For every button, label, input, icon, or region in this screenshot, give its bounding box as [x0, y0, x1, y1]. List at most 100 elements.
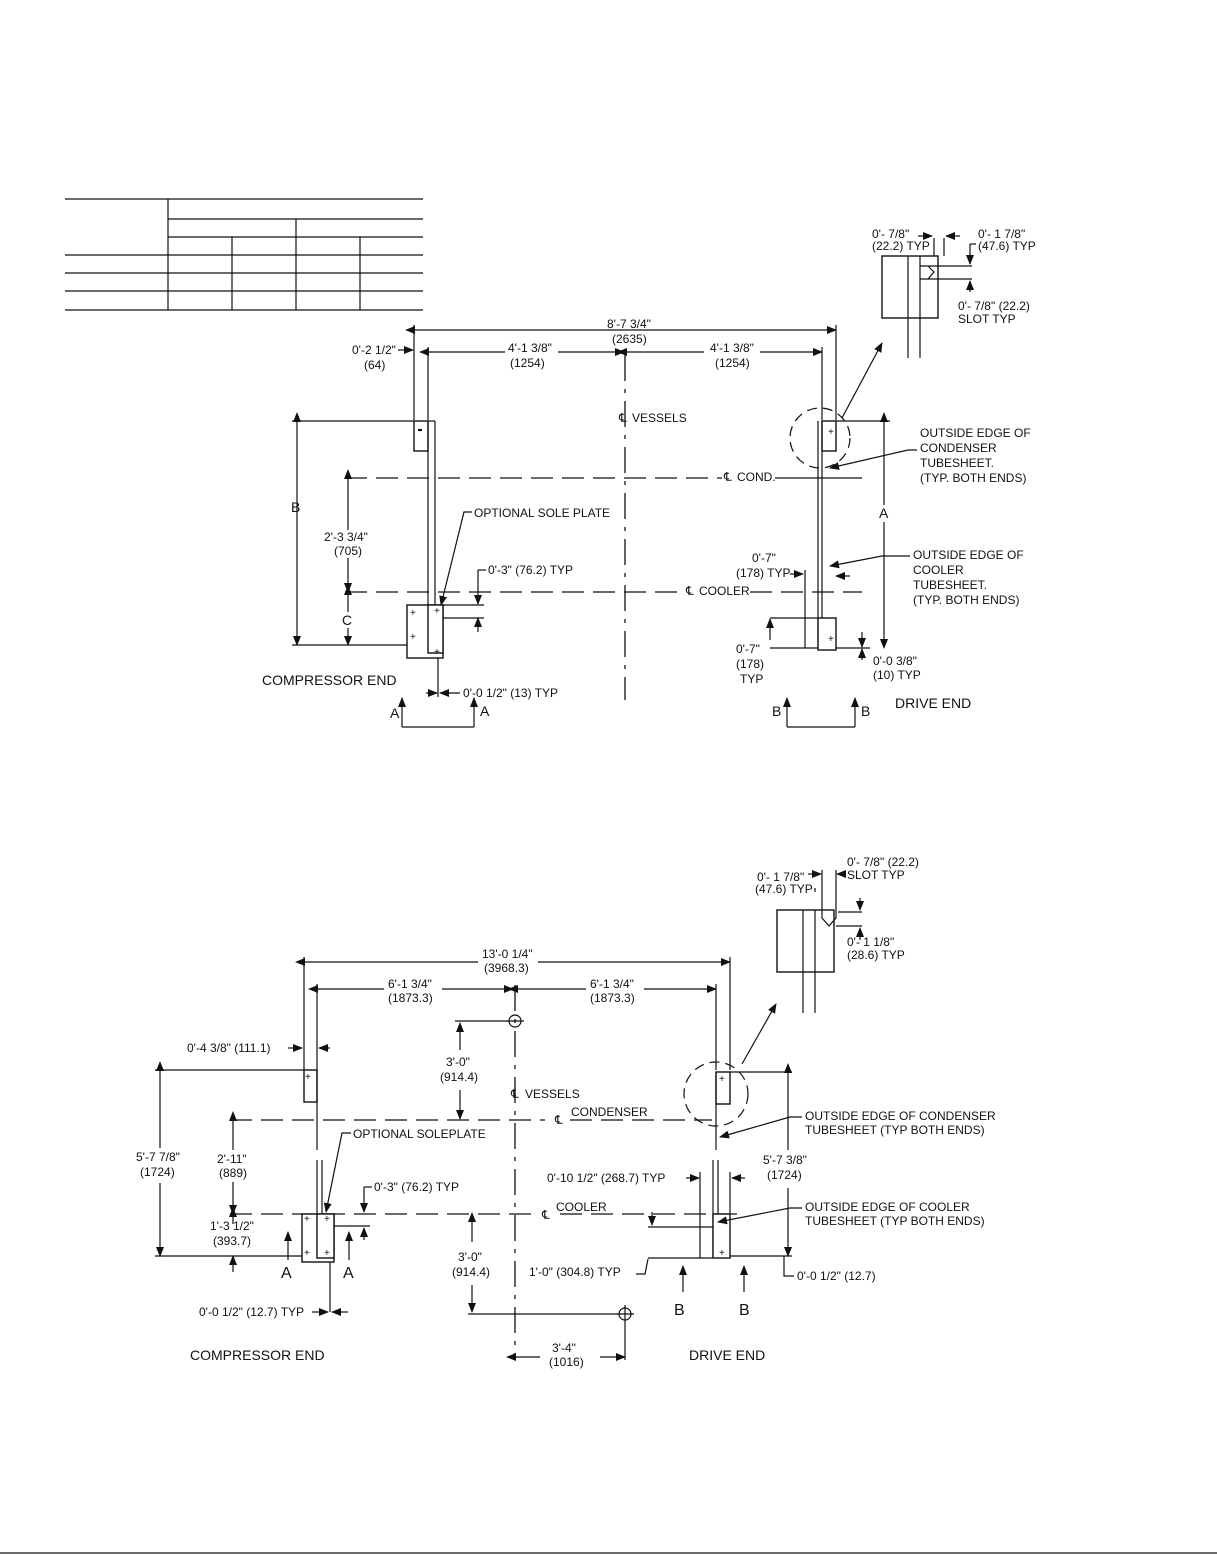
- top-detail-d2-mm: (47.6) TYP: [978, 239, 1036, 253]
- bottom-section-a-left: A: [281, 1265, 292, 1282]
- top-drive-end-label: DRIVE END: [895, 695, 971, 711]
- top-overall-dim: 8'-7 3/4": [607, 317, 651, 331]
- top-cond-edge-note-4: (TYP. BOTH ENDS): [920, 471, 1026, 485]
- bottom-detail-d1-typ: SLOT TYP: [847, 868, 905, 882]
- top-section-a-left: A: [390, 705, 400, 721]
- top-dim-letter-c: C: [342, 612, 352, 628]
- bottom-detail-d3: 0'- 1 1/8": [847, 935, 894, 949]
- top-cool-edge-note-4: (TYP. BOTH ENDS): [913, 593, 1019, 607]
- top-view: 8'-7 3/4" (2635) 4'-1 3/8" (1254) 4'-1 3…: [262, 227, 1036, 728]
- top-detail-d2: 0'- 1 7/8": [978, 227, 1025, 241]
- top-cond-edge-note-2: CONDENSER: [920, 441, 997, 455]
- bottom-condenser-label: CONDENSER: [571, 1105, 648, 1119]
- bottom-horiz-dim-mm: (1016): [549, 1355, 584, 1369]
- top-slot-detail: 0'- 7/8" (22.2) TYP 0'- 1 7/8" (47.6) TY…: [872, 227, 1036, 358]
- bottom-left-half-dim: 6'-1 3/4": [388, 977, 432, 991]
- top-sole-plate-label: OPTIONAL SOLE PLATE: [474, 506, 610, 520]
- bottom-right-half-dim: 6'-1 3/4": [590, 977, 634, 991]
- bottom-height-dim-mm: (1724): [140, 1165, 175, 1179]
- centerline-symbol-or-mark: +: [324, 1214, 330, 1225]
- bottom-cool-edge-note-1: OUTSIDE EDGE OF COOLER: [805, 1200, 970, 1214]
- top-drive-bottom-dim: 0'-7": [736, 642, 760, 656]
- bottom-detail-d2: 0'- 1 7/8": [757, 870, 804, 884]
- top-drive-bottom-dim-mm: (178): [736, 657, 764, 671]
- bottom-detail-d1: 0'- 7/8" (22.2): [847, 855, 919, 869]
- top-cooler-label: COOLER: [699, 584, 750, 598]
- bottom-horiz-dim: 3'-4": [552, 1341, 576, 1355]
- bottom-section-b-left: B: [674, 1302, 685, 1319]
- bottom-comp-edge-dim: 0'-0 1/2" (12.7) TYP: [199, 1305, 304, 1319]
- top-section-b-left: B: [772, 703, 781, 719]
- top-cond-cooler-dim-mm: (705): [334, 544, 362, 558]
- centerline-symbol-or-mark: ℄: [541, 1208, 550, 1222]
- centerline-symbol-or-mark: +: [828, 634, 834, 645]
- bottom-detail-d2-mm: (47.6) TYP: [755, 882, 813, 896]
- bottom-cool-bottom-dim: 1'-3 1/2": [210, 1219, 254, 1233]
- centerline-symbol-or-mark: +: [305, 1072, 311, 1083]
- top-section-a-right: A: [480, 703, 490, 719]
- top-detail-d3: 0'- 7/8" (22.2): [958, 299, 1030, 313]
- bottom-up-dim-mm: (914.4): [440, 1070, 478, 1084]
- centerline-symbol-or-mark: +: [828, 427, 834, 438]
- centerline-symbol-or-mark: +: [324, 1248, 330, 1259]
- top-drive-offset-dim: 0'-7": [752, 551, 776, 565]
- centerline-symbol-or-mark: ℄: [554, 1113, 563, 1127]
- bottom-view: 13'-0 1/4" (3968.3) 6'-1 3/4" (1873.3) 6…: [136, 855, 996, 1369]
- top-offset-dim: 0'-2 1/2": [352, 343, 396, 357]
- bottom-sole-dim: 0'-3" (76.2) TYP: [374, 1180, 459, 1194]
- centerline-symbol-or-mark: +: [434, 606, 440, 617]
- top-right-half-dim: 4'-1 3/8": [710, 341, 754, 355]
- bottom-left-half-dim-mm: (1873.3): [388, 991, 433, 1005]
- top-cool-edge-note-3: TUBESHEET.: [913, 578, 987, 592]
- bottom-drive-height-dim: 5'-7 3/8": [763, 1153, 807, 1167]
- bottom-section-b-right: B: [739, 1302, 750, 1319]
- bottom-soleplate-label: OPTIONAL SOLEPLATE: [353, 1127, 486, 1141]
- centerline-symbol-or-mark: +: [304, 1214, 310, 1225]
- top-cool-edge-note-1: OUTSIDE EDGE OF: [913, 548, 1024, 562]
- bottom-up-dim: 3'-0": [446, 1055, 470, 1069]
- bottom-compressor-end-label: COMPRESSOR END: [190, 1347, 325, 1363]
- dimension-table: [65, 198, 423, 311]
- top-right-half-dim-mm: (1254): [715, 356, 750, 370]
- top-comp-edge-dim: 0'-0 1/2" (13) TYP: [463, 686, 558, 700]
- top-cond-edge-note-1: OUTSIDE EDGE OF: [920, 426, 1031, 440]
- bottom-cool-edge-note-2: TUBESHEET (TYP BOTH ENDS): [805, 1214, 985, 1228]
- top-dim-letter-b: B: [291, 499, 300, 515]
- top-section-b-right: B: [861, 703, 870, 719]
- top-edge-dim-mm: (10) TYP: [873, 668, 921, 682]
- centerline-symbol-or-mark: ℄: [723, 470, 732, 484]
- top-vessels-label: VESSELS: [632, 411, 687, 425]
- top-vessels-cl-symbol: ℄: [618, 411, 627, 425]
- top-sole-dim: 0'-3" (76.2) TYP: [488, 563, 573, 577]
- bottom-drive-height-dim-mm: (1724): [767, 1168, 802, 1182]
- centerline-symbol-or-mark: +: [719, 1248, 725, 1259]
- top-left-half-dim: 4'-1 3/8": [508, 341, 552, 355]
- bottom-slot-detail: 0'- 7/8" (22.2) SLOT TYP 0'- 1 7/8" (47.…: [755, 855, 919, 1013]
- top-edge-dim: 0'-0 3/8": [873, 654, 917, 668]
- centerline-symbol-or-mark: +: [410, 632, 416, 643]
- centerline-symbol-or-mark: ℄: [685, 584, 694, 598]
- top-detail-d1: 0'- 7/8": [872, 227, 909, 241]
- top-detail-d1-mm: (22.2) TYP: [872, 239, 930, 253]
- top-cond-label: COND.: [737, 470, 776, 484]
- top-drive-offset-dim-mm: (178) TYP: [736, 566, 790, 580]
- bottom-cooler-label: COOLER: [556, 1200, 607, 1214]
- top-detail-d3-typ: SLOT TYP: [958, 312, 1016, 326]
- centerline-symbol-or-mark: ℄: [510, 1087, 519, 1101]
- bottom-cond-edge-note-2: TUBESHEET (TYP BOTH ENDS): [805, 1123, 985, 1137]
- bottom-overall-dim: 13'-0 1/4": [482, 947, 533, 961]
- top-left-half-dim-mm: (1254): [510, 356, 545, 370]
- bottom-height-dim: 5'-7 7/8": [136, 1150, 180, 1164]
- bottom-drive-offset-dim: 0'-10 1/2" (268.7) TYP: [547, 1171, 665, 1185]
- bottom-overall-dim-mm: (3968.3): [484, 961, 529, 975]
- top-compressor-end-label: COMPRESSOR END: [262, 672, 397, 688]
- bottom-right-half-dim-mm: (1873.3): [590, 991, 635, 1005]
- bottom-section-a-right: A: [343, 1265, 354, 1282]
- top-drive-bottom-typ: TYP: [740, 672, 763, 686]
- bottom-drive-end-label: DRIVE END: [689, 1347, 765, 1363]
- bottom-down-dim-mm: (914.4): [452, 1265, 490, 1279]
- bottom-cond-edge-note-1: OUTSIDE EDGE OF CONDENSER: [805, 1109, 996, 1123]
- top-overall-dim-mm: (2635): [612, 332, 647, 346]
- centerline-symbol-or-mark: +: [719, 1074, 725, 1085]
- top-cond-cooler-dim: 2'-3 3/4": [324, 530, 368, 544]
